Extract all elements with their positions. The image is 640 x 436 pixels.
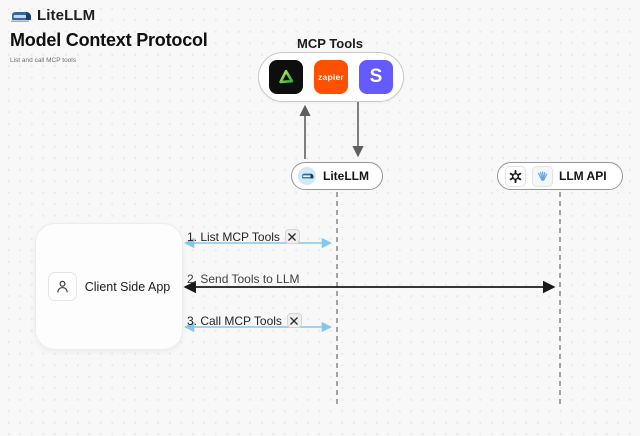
step-1-label: 1. List MCP Tools: [187, 229, 280, 244]
client-side-app-label: Client Side App: [84, 279, 171, 294]
litellm-node-label: LiteLLM: [323, 169, 369, 183]
brand-name: LiteLLM: [37, 7, 96, 24]
stripe-icon: S: [359, 60, 393, 94]
litellm-node-icon: [298, 167, 316, 185]
page-subtitle: List and call MCP tools: [10, 57, 76, 64]
step-3-label: 3. Call MCP Tools: [187, 313, 282, 328]
step-2-label: 2. Send Tools to LLM: [187, 272, 300, 286]
litellm-logo-icon: [10, 8, 32, 24]
brand: LiteLLM: [10, 7, 95, 24]
client-side-app-node: Client Side App: [35, 223, 183, 350]
mcp-tools-label: MCP Tools: [297, 36, 363, 51]
llm-provider-icon: [532, 165, 553, 187]
llm-api-node-label: LLM API: [559, 169, 607, 183]
stripe-label: S: [369, 66, 383, 87]
llm-api-node: LLM API: [497, 162, 623, 190]
openai-icon: [505, 165, 526, 187]
mcp-tools-group: zapier S: [258, 52, 404, 102]
triangle-tool-icon: [269, 60, 303, 94]
zapier-label: zapier: [318, 72, 344, 82]
tools-badge-icon: [286, 313, 302, 328]
litellm-node: LiteLLM: [291, 162, 383, 190]
page-title: Model Context Protocol: [10, 30, 208, 50]
step-call-mcp-tools: 3. Call MCP Tools: [187, 313, 302, 328]
zapier-icon: zapier: [314, 60, 348, 94]
person-icon: [47, 272, 77, 301]
tools-badge-icon: [284, 229, 300, 244]
step-send-tools-to-llm: 2. Send Tools to LLM: [187, 272, 300, 286]
step-list-mcp-tools: 1. List MCP Tools: [187, 229, 300, 244]
